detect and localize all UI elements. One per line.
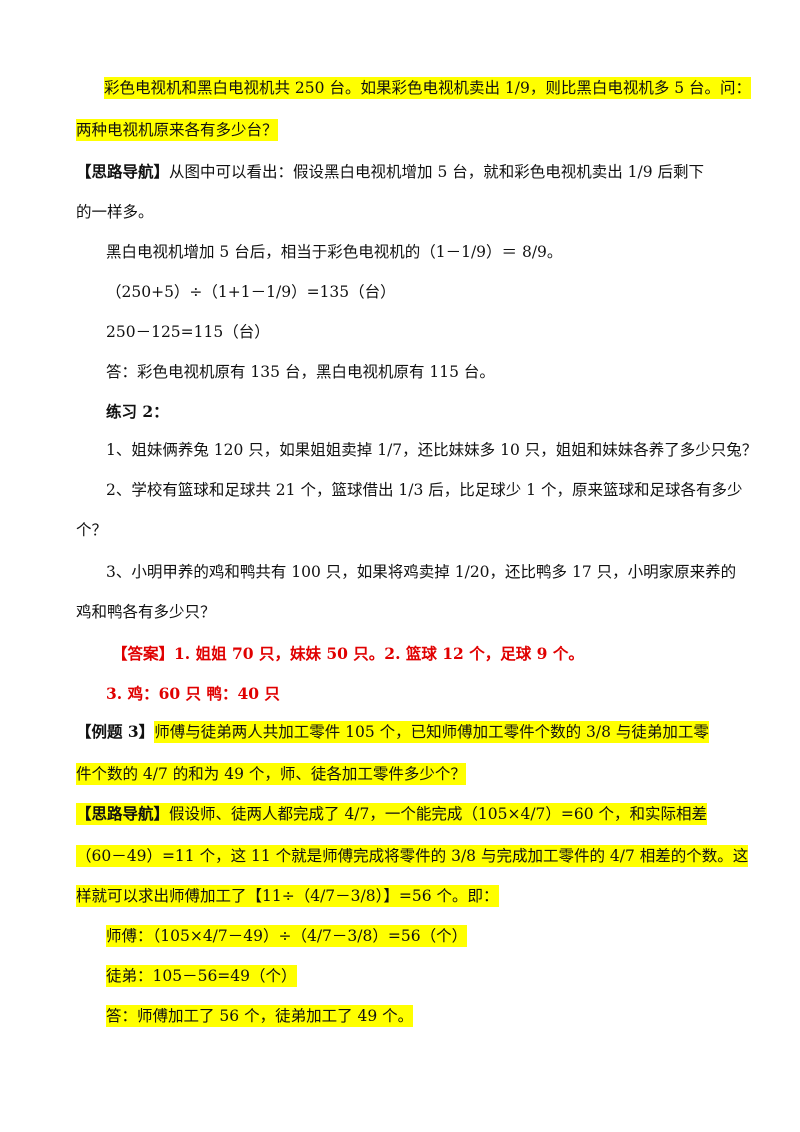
practice2-title: 练习 2：: [106, 402, 169, 421]
solution2-line2: （250+5）÷（1+1－1/9）=135（台）: [106, 283, 396, 301]
solution2-line3: 250－125=115（台）: [106, 323, 270, 341]
guide2-line2: 的一样多。: [76, 203, 154, 221]
guide3-line1: 【思路导航】假设师、徒两人都完成了 4/7，一个能完成（105×4/7）=60 …: [76, 803, 708, 825]
problem2-line2: 两种电视机原来各有多少台？: [76, 119, 278, 141]
guide3-label: 【思路导航】: [76, 804, 170, 823]
guide3-line5: 徒弟：105－56=49（个）: [106, 965, 297, 987]
guide3-line3: 样就可以求出师傅加工了【11÷（4/7－3/8）】=56 个。即：: [76, 885, 499, 907]
solution2-line1: 黑白电视机增加 5 台后，相当于彩色电视机的（1－1/9）＝ 8/9。: [106, 243, 563, 261]
example3-line1: 【例题 3】师傅与徒弟两人共加工零件 105 个，已知师傅加工零件个数的 3/8…: [76, 721, 709, 743]
practice2-q3-line1: 3、小明甲养的鸡和鸭共有 100 只，如果将鸡卖掉 1/20，还比鸭多 17 只…: [106, 563, 737, 581]
solution2-answer: 答：彩色电视机原有 135 台，黑白电视机原有 115 台。: [106, 363, 495, 381]
guide3-line6: 答：师傅加工了 56 个，徒弟加工了 49 个。: [106, 1005, 414, 1027]
guide3-line2: （60－49）=11 个，这 11 个就是师傅完成将零件的 3/8 与完成加工零…: [76, 845, 749, 867]
practice2-q2-line1: 2、学校有篮球和足球共 21 个，篮球借出 1/3 后，比足球少 1 个，原来篮…: [106, 481, 743, 499]
guide2-line1: 【思路导航】从图中可以看出：假设黑白电视机增加 5 台，就和彩色电视机卖出 1/…: [76, 162, 705, 181]
problem2-line1: 彩色电视机和黑白电视机共 250 台。如果彩色电视机卖出 1/9，则比黑白电视机…: [104, 77, 752, 99]
answers2-line1: 【答案】1. 姐姐 70 只，妹妹 50 只。2. 篮球 12 个，足球 9 个…: [112, 644, 584, 663]
example3-label: 【例题 3】: [76, 722, 155, 741]
practice2-q3-line2: 鸡和鸭各有多少只？: [76, 603, 216, 621]
guide2-label: 【思路导航】: [76, 162, 170, 181]
answers2-line2: 3. 鸡：60 只 鸭：40 只: [106, 684, 280, 703]
example3-line2: 件个数的 4/7 的和为 49 个，师、徒各加工零件多少个？: [76, 763, 466, 785]
practice2-q1: 1、姐妹俩养兔 120 只，如果姐姐卖掉 1/7，还比妹妹多 10 只，姐姐和妹…: [106, 441, 758, 459]
practice2-q2-line2: 个？: [76, 521, 108, 539]
guide3-line4: 师傅：（105×4/7－49）÷（4/7－3/8）=56（个）: [106, 925, 468, 947]
